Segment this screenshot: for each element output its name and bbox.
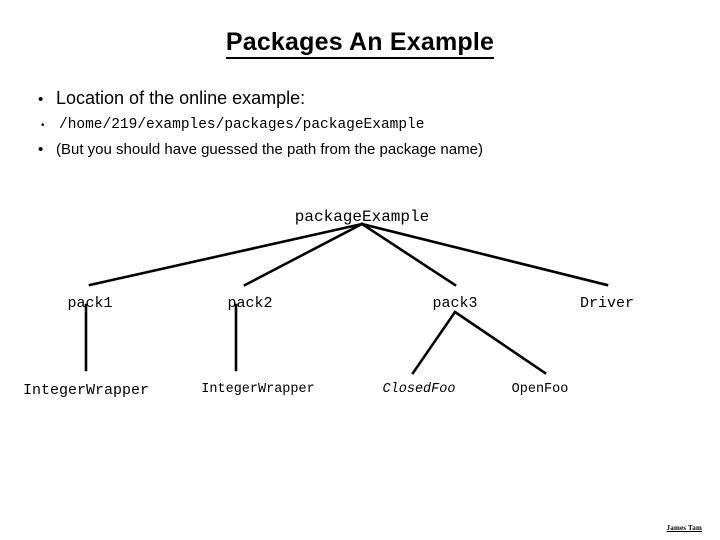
list-item: • Location of the online example: <box>38 88 658 109</box>
list-item-label: Location of the online example: <box>56 88 306 108</box>
tree-node-open: OpenFoo <box>511 382 569 397</box>
tree-node-root: packageExample <box>294 208 430 226</box>
author-footer: James Tam <box>666 524 702 532</box>
tree-node-iw2: IntegerWrapper <box>201 382 315 397</box>
bullet-list: • Location of the online example: • /hom… <box>38 88 658 166</box>
bullet-icon: • <box>41 120 45 131</box>
tree-edge-pack3-to-open <box>453 310 547 375</box>
bullet-icon: • <box>38 91 44 108</box>
list-item: • (But you should have guessed the path … <box>38 141 658 158</box>
tree-edge-root-to-pack3 <box>360 222 457 287</box>
list-item: • /home/219/examples/packages/packageExa… <box>41 117 658 133</box>
list-item-label: (But you should have guessed the path fr… <box>56 141 483 158</box>
tree-node-driver: Driver <box>579 295 635 312</box>
tree-edge-root-to-pack2 <box>243 222 364 287</box>
tree-edge-root-to-pack1 <box>88 222 364 287</box>
bullet-icon: • <box>38 141 44 158</box>
list-item-label: /home/219/examples/packages/packageExamp… <box>59 117 425 133</box>
tree-node-iw1: IntegerWrapper <box>22 382 150 399</box>
tree-edge-pack3-to-closed <box>411 310 457 375</box>
tree-node-closed: ClosedFoo <box>382 382 456 397</box>
tree-edge-root-to-driver <box>360 222 609 287</box>
page-title: Packages An Example <box>0 28 720 59</box>
tree-connector-lines <box>84 222 609 375</box>
page-title-text: Packages An Example <box>225 28 495 59</box>
tree-node-pack3: pack3 <box>432 295 478 312</box>
tree-node-pack1: pack1 <box>67 295 113 312</box>
tree-node-pack2: pack2 <box>227 295 273 312</box>
